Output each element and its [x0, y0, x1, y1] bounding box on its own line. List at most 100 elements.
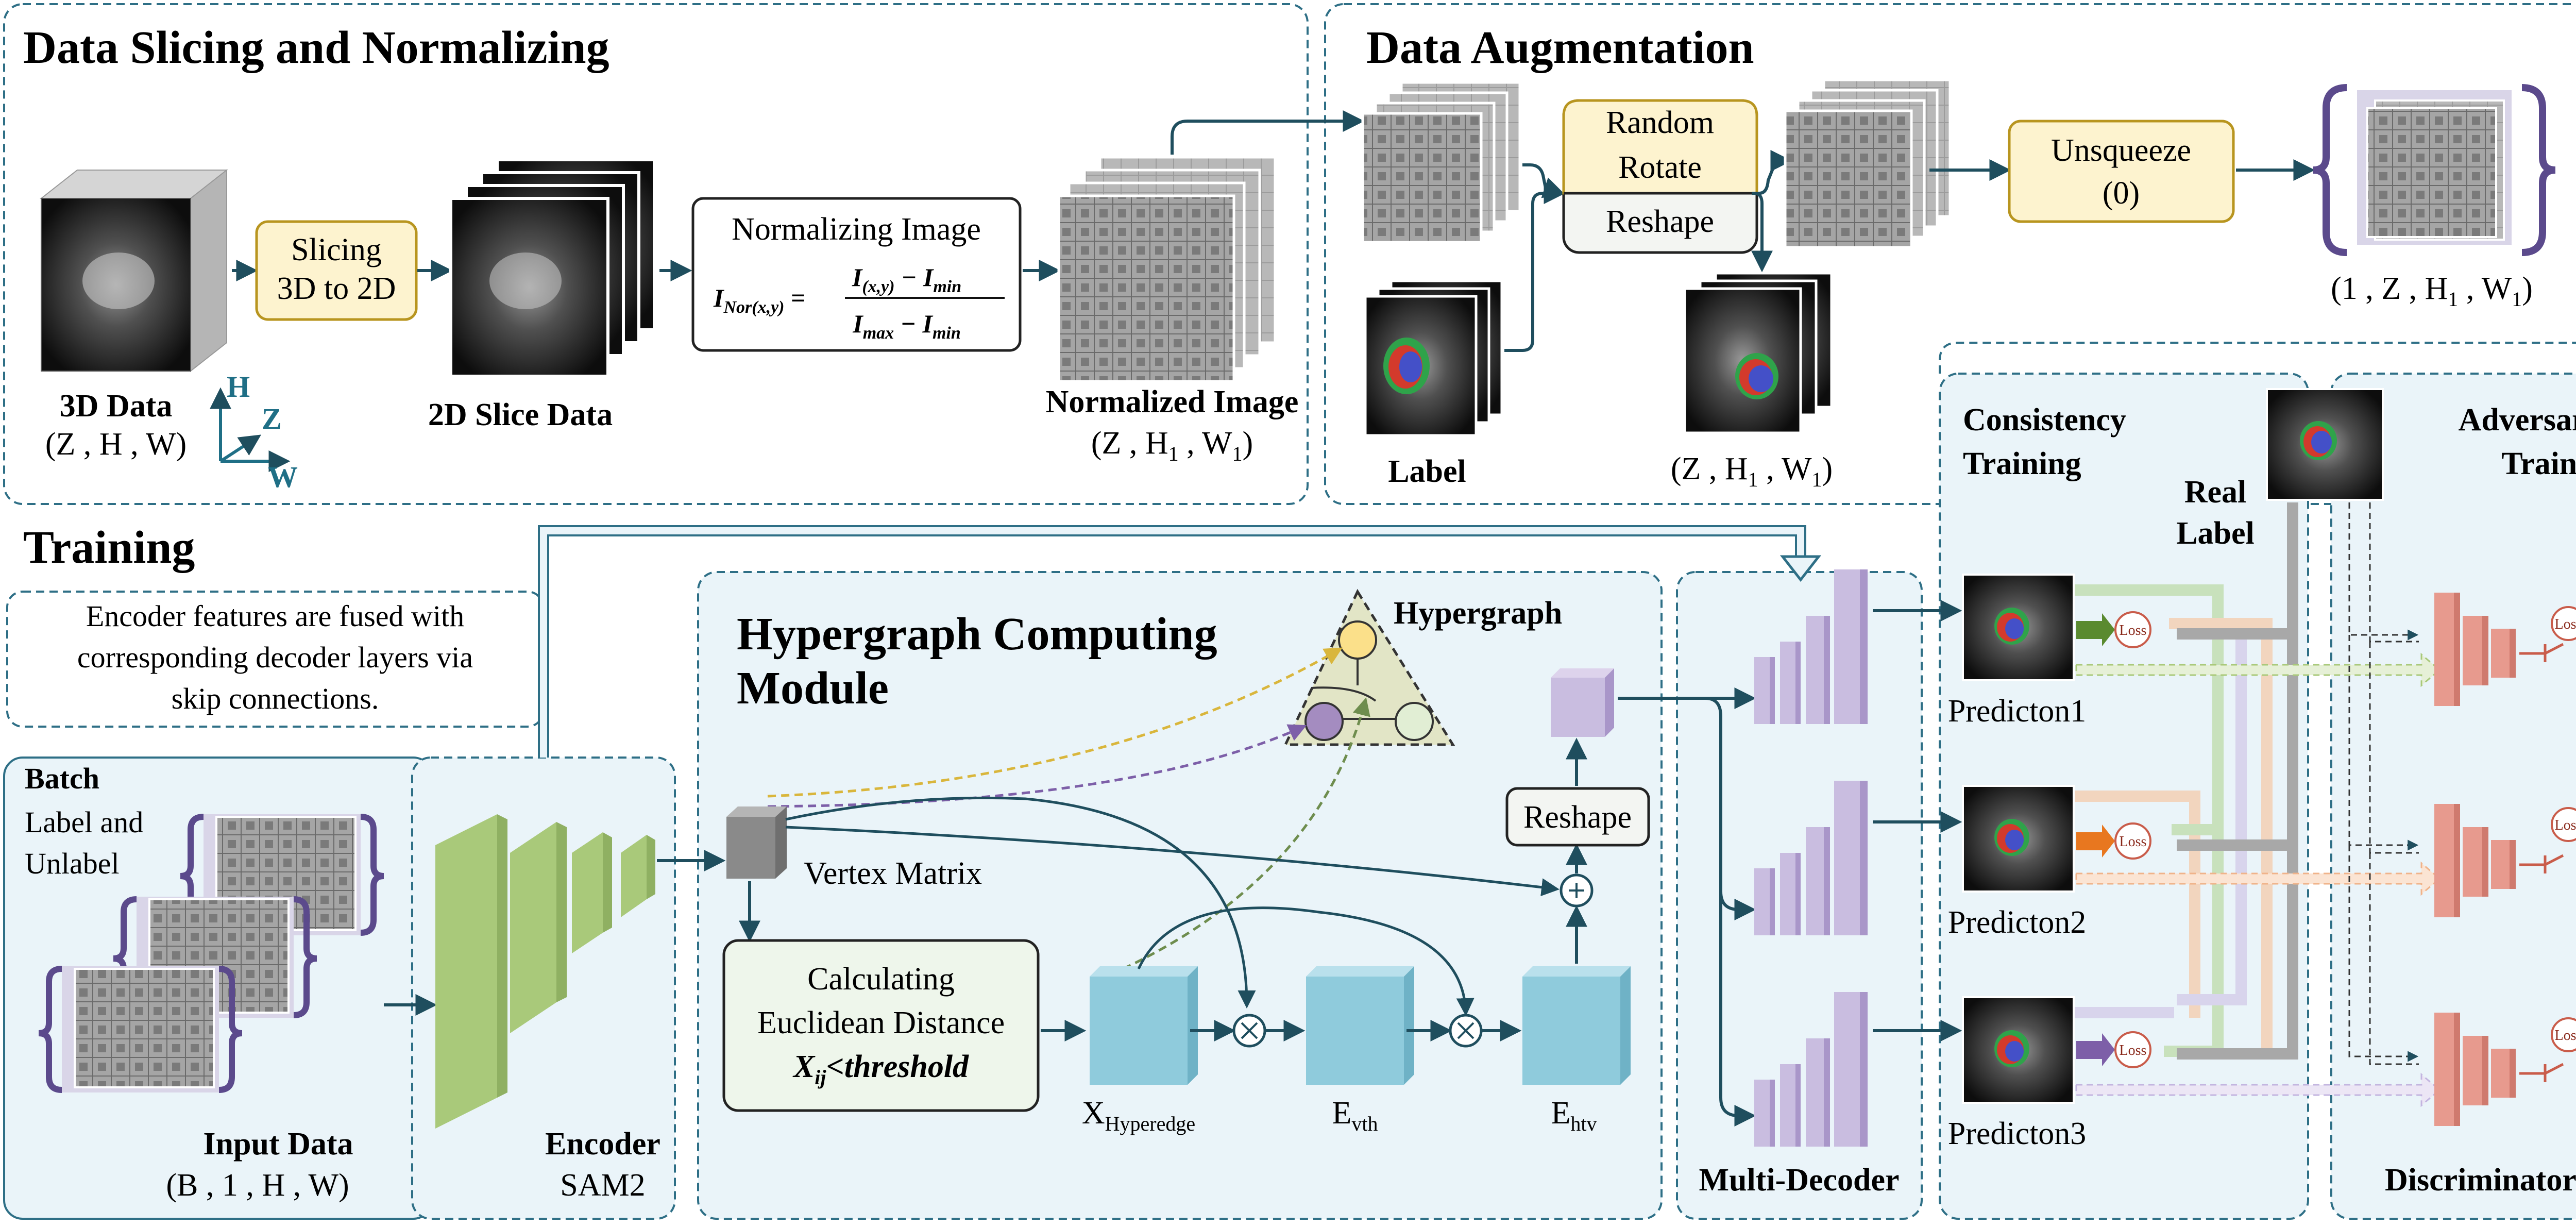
aug-rotated-grid-stack: [1784, 78, 1952, 249]
axis-w-label: W: [268, 460, 298, 494]
normalizing-title: Normalizing Image: [732, 212, 981, 247]
loss-node-2: [2076, 822, 2151, 860]
adversarial-line2: Training: [2501, 446, 2576, 481]
encoder-model: SAM2: [560, 1168, 645, 1203]
multi-decoder-label: Multi-Decoder: [1699, 1163, 1899, 1198]
mult2-op: [1449, 1014, 1483, 1048]
axis-h-label: H: [227, 370, 250, 404]
slicing-line2: 3D to 2D: [277, 271, 396, 306]
pred-to-discriminator-arrows: [2075, 502, 2441, 1107]
arrow-x-to-mult2: [1137, 906, 1475, 1016]
loss-node-3: [2076, 1031, 2151, 1068]
hypergraph-module-title-2: Module: [737, 663, 889, 714]
decoder-3: [1754, 992, 1868, 1147]
vertex-matrix-label: Vertex Matrix: [804, 856, 982, 891]
vertex-to-hypergraph-purple: [767, 724, 1307, 808]
input-dims: (B , 1 , H , W): [166, 1168, 349, 1203]
x-hyperedge-label: XHyperedge: [1082, 1096, 1195, 1135]
real-label-line1: Real: [2184, 475, 2247, 510]
random-rotate-line1: Random: [1606, 105, 1714, 140]
disc-loss-3: Loss: [2555, 1028, 2576, 1044]
axis-z-label: Z: [262, 402, 282, 435]
input-data-label: Input Data: [203, 1127, 353, 1162]
svg-text:INor(x,y) =: INor(x,y) =: [713, 283, 806, 317]
calc-line3: Xij<threshold: [792, 1049, 969, 1089]
discriminator-1: [2434, 593, 2576, 706]
e-htv-label: Ehtv: [1551, 1096, 1597, 1135]
discriminator-2: [2434, 804, 2576, 917]
consistency-line1: Consistency: [1963, 402, 2126, 438]
calc-box: [722, 939, 1040, 1112]
arrow-normalized-to-augmentation: [1171, 110, 1365, 155]
skip-connection-arrow-inner: [540, 527, 1804, 758]
skip-note-line1: Encoder features are fused with: [86, 599, 464, 633]
aug-reshape-label: Reshape: [1606, 204, 1714, 239]
decoder-2: [1754, 781, 1868, 935]
output-batch: [2313, 84, 2556, 256]
slicing-line1: Slicing: [291, 232, 382, 267]
axis-icon: [210, 387, 291, 472]
panel-training-top-edge: [1939, 342, 2576, 374]
aug-label-stack: [1364, 279, 1503, 437]
output-dims: (1 , Z , H1 , W1): [2331, 271, 2533, 311]
label-and: Label and: [25, 805, 143, 839]
decoder-1: [1754, 569, 1868, 724]
arrow-label-to-rotate: [1504, 182, 1566, 352]
real-label-line2: Label: [2176, 516, 2255, 551]
xhyperedge-to-hypergraph: [1122, 697, 1370, 970]
mult1-op: [1232, 1014, 1266, 1048]
skip-note-line3: skip connections.: [172, 682, 379, 715]
adversarial-line1: Adversarial: [2459, 402, 2576, 438]
hypergraph-triangle: [1283, 589, 1455, 746]
loss-label-1: Loss: [2120, 623, 2147, 638]
prediction1-label: Predicton1: [1948, 694, 2087, 729]
hypergraph-module-title-1: Hypergraph Computing: [737, 609, 1217, 660]
prediction2-image: [1962, 785, 2075, 893]
prediction2-label: Predicton2: [1948, 905, 2087, 940]
normalizing-box: [691, 197, 1022, 352]
title-training: Training: [23, 522, 195, 573]
vertex-to-hypergraph-yellow: [767, 647, 1343, 798]
calc-line1: Calculating: [807, 962, 955, 997]
x-hyperedge-cube: [1090, 966, 1198, 1085]
aug-label-text: Label: [1388, 454, 1466, 489]
svg-text:I(x,y) − Imin: I(x,y) − Imin: [852, 263, 961, 296]
title-augmentation: Data Augmentation: [1366, 22, 1754, 73]
panel-adversarial: [2330, 373, 2576, 1220]
rotate-reshape-box: [1562, 99, 1758, 254]
real-label-flows: [2177, 502, 2298, 1060]
data3d-label: 3D Data: [60, 389, 173, 424]
arrow-grid-to-rotate: [1522, 163, 1565, 198]
slice-stack-2d: [449, 158, 656, 378]
skip-note-line2: corresponding decoder layers via: [77, 641, 473, 674]
unsqueeze-line1: Unsqueeze: [2051, 133, 2191, 168]
consistency-line2: Training: [1963, 446, 2081, 481]
hypergraph-label: Hypergraph: [1394, 596, 1562, 631]
svg-text:Imax − Imin: Imax − Imin: [852, 309, 961, 343]
title-slicing: Data Slicing and Normalizing: [23, 22, 609, 73]
prediction1-image: [1962, 574, 2075, 681]
input-batches: [38, 814, 384, 1093]
loss-node-1: [2076, 611, 2151, 648]
calc-line2: Euclidean Distance: [757, 1005, 1005, 1040]
loss-label-2: Loss: [2120, 834, 2147, 850]
unsqueeze-box: [2008, 120, 2235, 223]
mri-3d-cube: [40, 169, 228, 373]
normalized-label: Normalized Image: [1046, 384, 1299, 419]
slice2d-label: 2D Slice Data: [428, 397, 613, 432]
fused-feature-cube: [1551, 668, 1614, 737]
reshape-label: Reshape: [1523, 800, 1632, 835]
prediction3-label: Predicton3: [1948, 1116, 2087, 1151]
unsqueeze-line2: (0): [2103, 176, 2140, 211]
discriminator-3: [2434, 1013, 2576, 1126]
discriminator-label: Discriminator: [2385, 1163, 2576, 1198]
encoder-label: Encoder: [545, 1127, 660, 1162]
reshape-box: [1505, 787, 1650, 847]
slicing-box: [255, 220, 418, 321]
unlabel: Unlabel: [25, 847, 120, 880]
normalized-dims: (Z , H1 , W1): [1091, 426, 1253, 465]
data3d-dims: (Z , H , W): [45, 427, 187, 462]
arrow-feature-to-decoder3: [1719, 876, 1756, 1127]
disc-loss-1: Loss: [2555, 616, 2576, 632]
